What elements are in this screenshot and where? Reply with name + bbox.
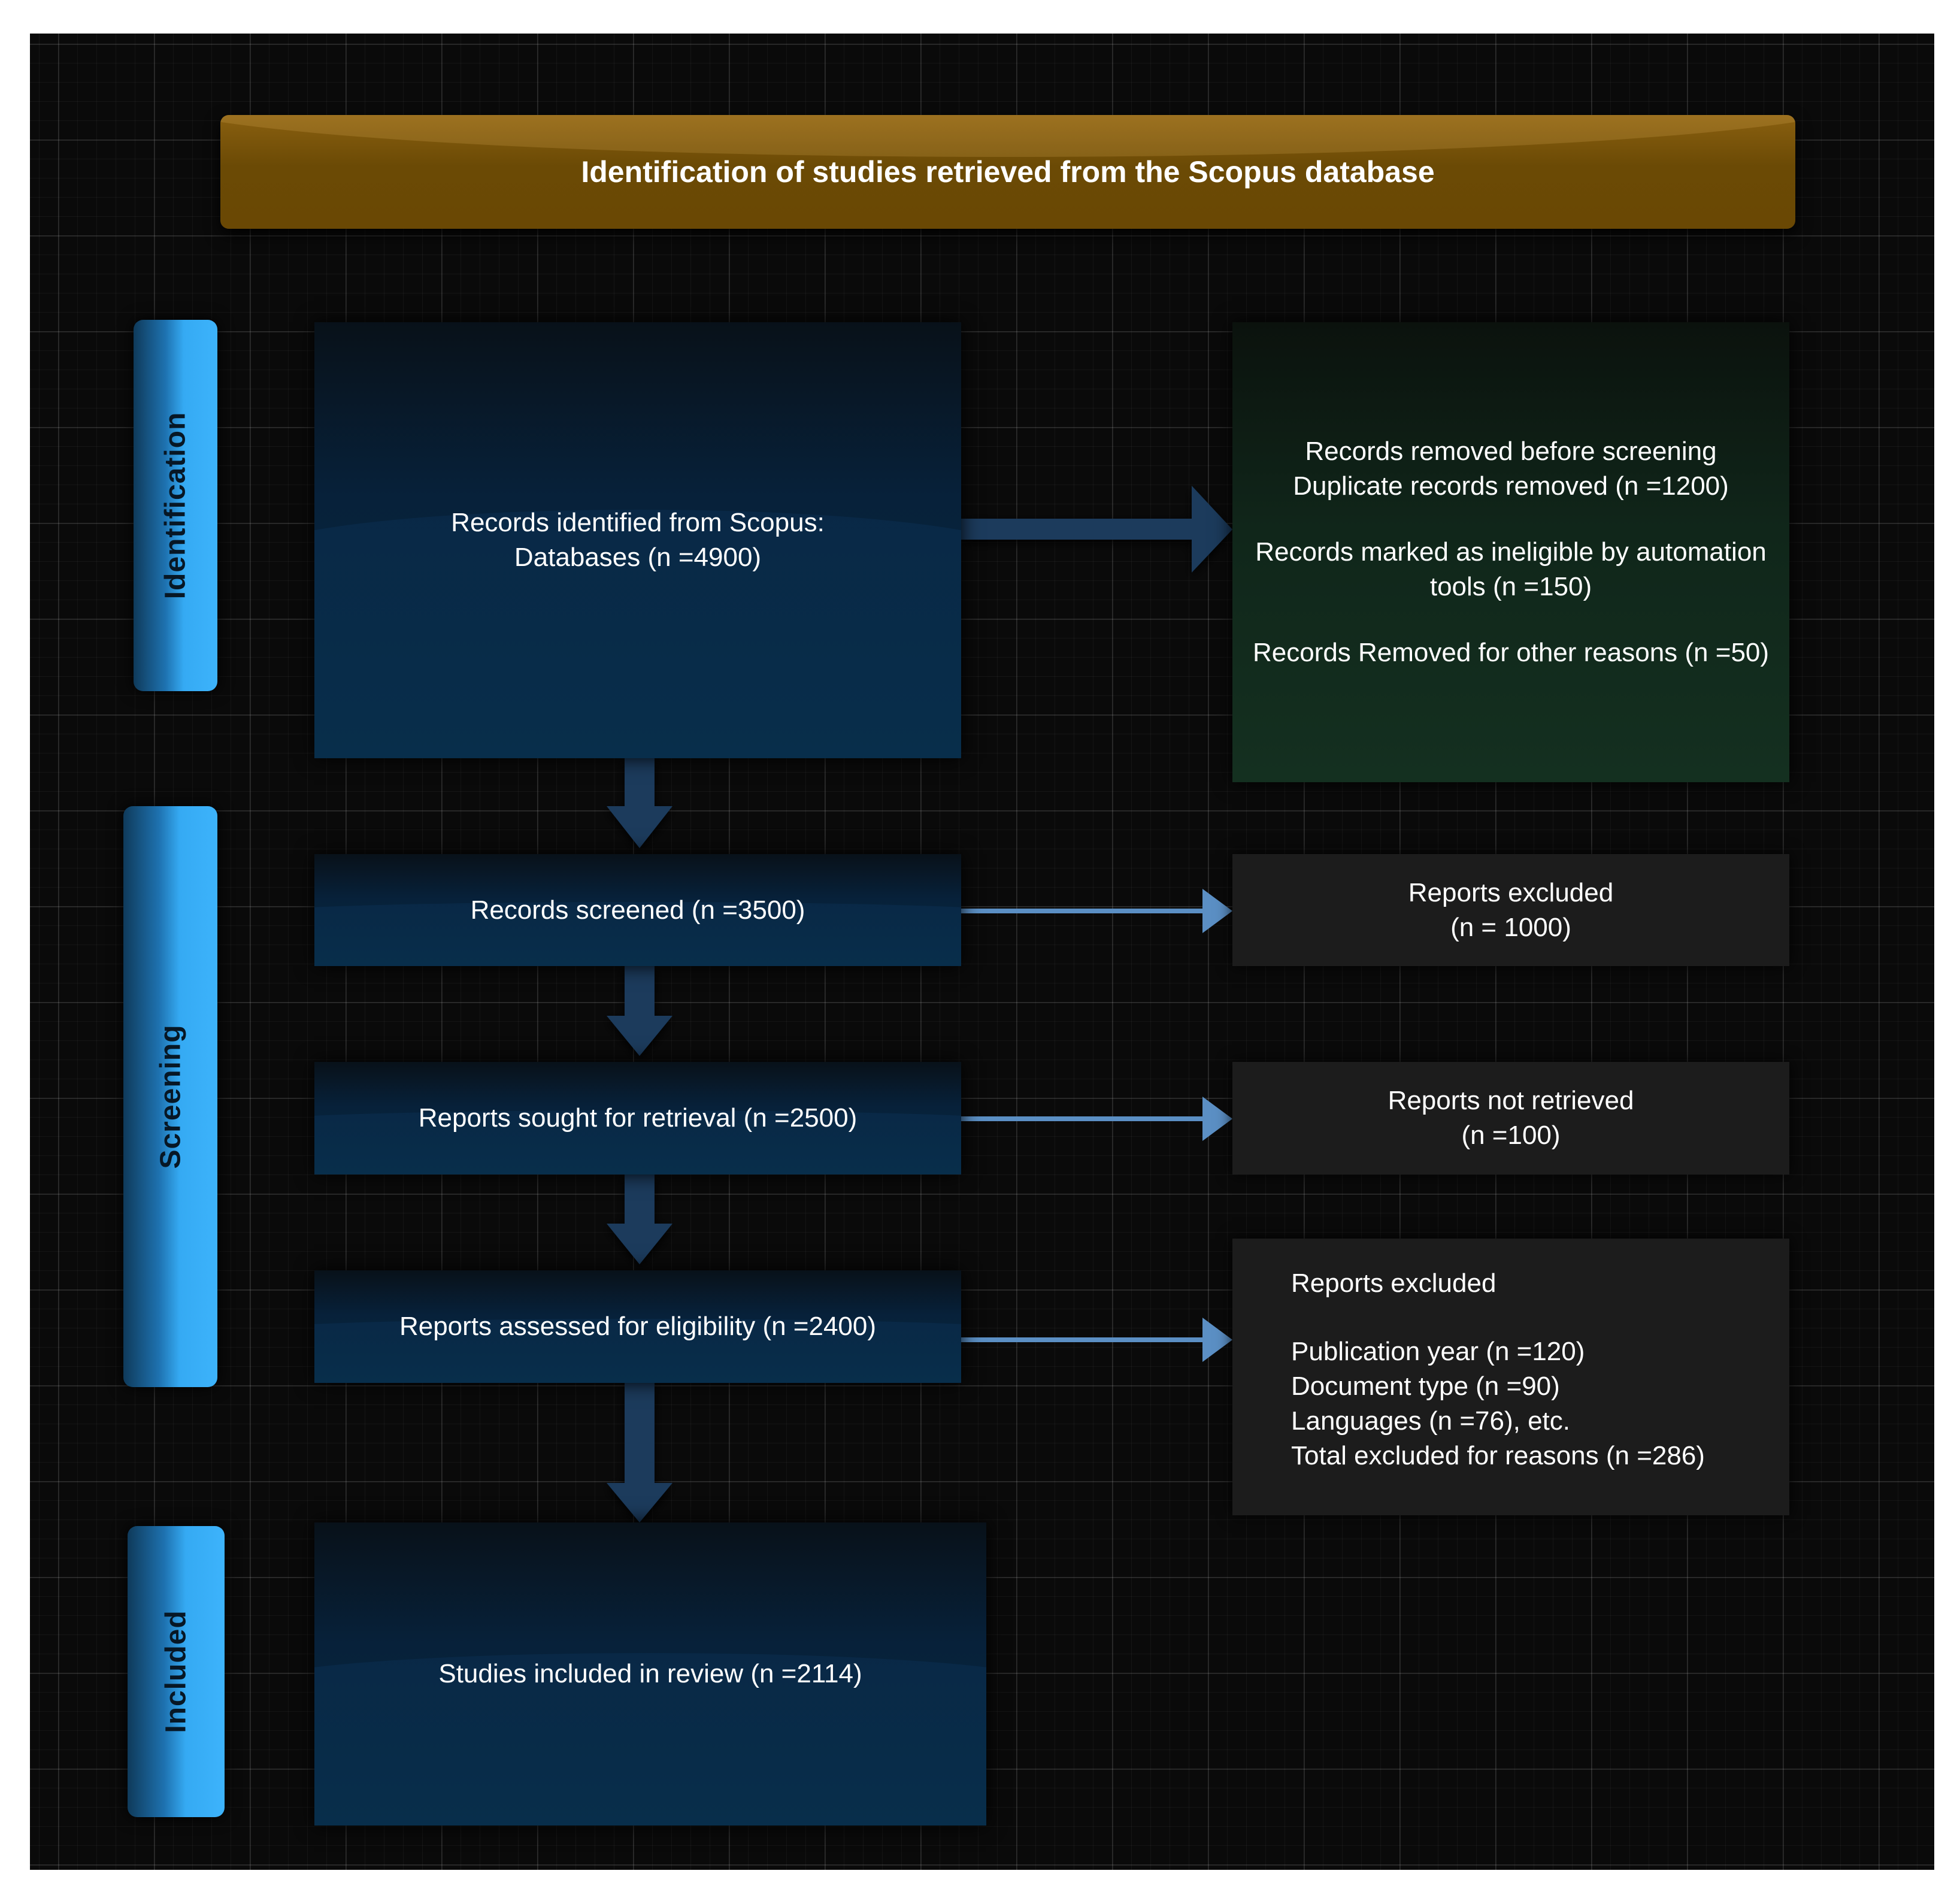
reports-assessed-box: Reports assessed for eligibility (n =240… [314, 1270, 961, 1383]
removed-line-5: Records Removed for other reasons (n =50… [1252, 638, 1770, 667]
down-arrow-3 [607, 1174, 672, 1264]
reports-not-retrieved-line-2: (n =100) [1461, 1121, 1561, 1150]
reports-excluded-box-2: Reports excluded Publication year (n =12… [1232, 1239, 1789, 1515]
reports-excluded-box-1: Reports excluded (n = 1000) [1232, 854, 1789, 966]
reports-excluded-1-line-1: Reports excluded [1408, 877, 1614, 907]
phase-screening: Screening [123, 806, 217, 1387]
right-arrow-removed [961, 486, 1232, 573]
removed-line-2: Duplicate records removed (n =1200) [1293, 471, 1729, 501]
studies-included-box: Studies included in review (n =2114) [314, 1522, 986, 1826]
records-screened-box: Records screened (n =3500) [314, 854, 961, 966]
down-arrow-4 [607, 1383, 672, 1522]
reports-not-retrieved-text: Reports not retrieved (n =100) [1388, 1083, 1634, 1153]
records-identified-line-1: Records identified from Scopus: [451, 508, 825, 537]
removed-line-1: Records removed before screening [1305, 437, 1717, 466]
removed-line-3: Records marked as ineligible by automati… [1255, 537, 1767, 567]
reports-sought-box: Reports sought for retrieval (n =2500) [314, 1062, 961, 1174]
phase-identification: Identification [134, 320, 217, 691]
right-arrow-excluded-2 [961, 1318, 1232, 1362]
reports-excluded-1-text: Reports excluded (n = 1000) [1408, 876, 1613, 945]
right-arrow-not-retrieved [961, 1097, 1232, 1141]
records-identified-line-2: Databases (n =4900) [514, 543, 762, 572]
records-removed-text: Records removed before screening Duplica… [1253, 434, 1769, 670]
removed-line-4: tools (n =150) [1429, 572, 1592, 601]
exclusion-reason-2: Document type (n =90) [1291, 1372, 1560, 1401]
studies-included-text: Studies included in review (n =2114) [438, 1659, 862, 1688]
down-arrow-1 [607, 758, 672, 848]
reports-assessed-text: Reports assessed for eligibility (n =240… [399, 1312, 877, 1341]
reports-excluded-2-text: Reports excluded Publication year (n =12… [1291, 1266, 1705, 1473]
records-screened-text: Records screened (n =3500) [470, 895, 805, 925]
right-arrow-excluded-1 [961, 889, 1232, 933]
flow-diagram: Identification of studies retrieved from… [30, 34, 1934, 1870]
records-removed-box: Records removed before screening Duplica… [1232, 322, 1789, 782]
records-identified-text: Records identified from Scopus: Database… [451, 505, 825, 575]
reports-not-retrieved-line-1: Reports not retrieved [1388, 1086, 1634, 1115]
phase-included: Included [128, 1526, 225, 1817]
exclusion-reason-1: Publication year (n =120) [1291, 1337, 1585, 1366]
exclusion-reason-3: Languages (n =76), etc. [1291, 1406, 1570, 1436]
title-bar: Identification of studies retrieved from… [220, 115, 1795, 229]
reports-not-retrieved-box: Reports not retrieved (n =100) [1232, 1062, 1789, 1174]
exclusion-total: Total excluded for reasons (n =286) [1291, 1441, 1705, 1470]
arrows-layer [607, 486, 1232, 1522]
records-identified-box: Records identified from Scopus: Database… [314, 322, 961, 758]
diagram-title: Identification of studies retrieved from… [581, 155, 1435, 189]
reports-excluded-2-heading: Reports excluded [1291, 1269, 1496, 1298]
reports-sought-text: Reports sought for retrieval (n =2500) [418, 1103, 858, 1133]
down-arrow-2 [607, 966, 672, 1056]
reports-excluded-1-line-2: (n = 1000) [1450, 912, 1571, 942]
